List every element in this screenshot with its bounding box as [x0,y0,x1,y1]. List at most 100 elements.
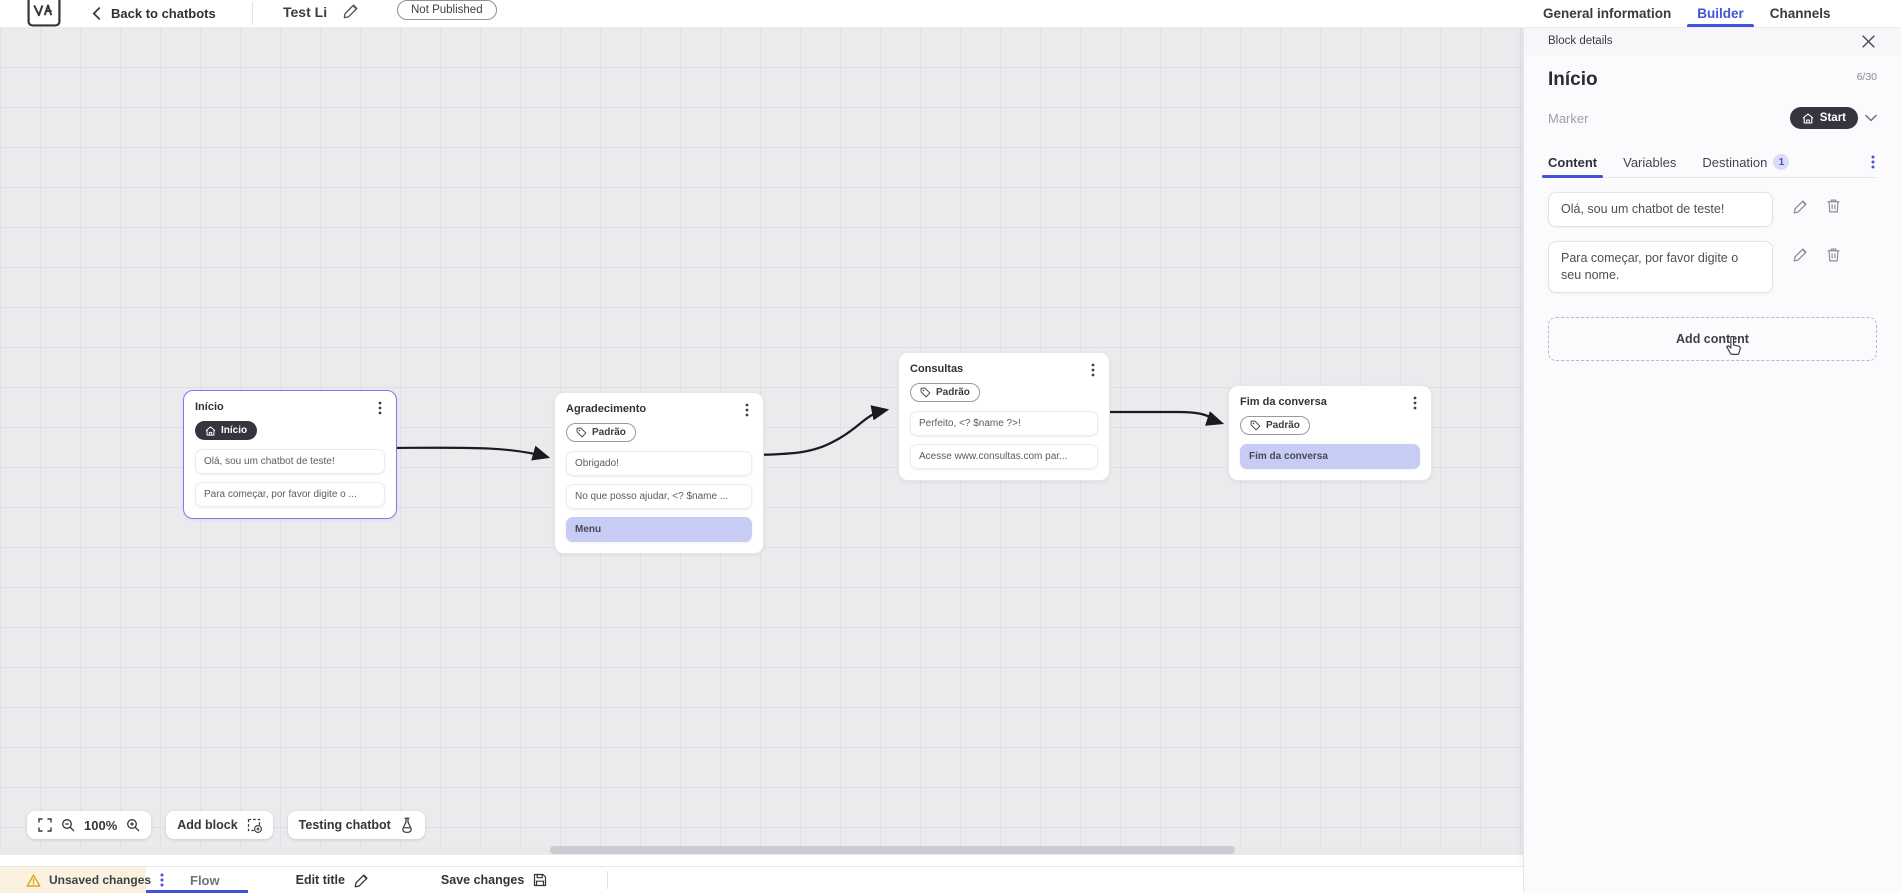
add-block-button[interactable]: Add block [166,811,273,839]
char-counter: 6/30 [1856,71,1877,83]
footer-divider [607,871,609,889]
panel-menu-icon[interactable] [1869,153,1877,171]
flow-block-agradecimento[interactable]: Agradecimento Padrão Obrigado! No que po… [554,392,764,554]
testing-chatbot-button[interactable]: Testing chatbot [287,811,425,839]
tab-variables[interactable]: Variables [1623,147,1676,177]
back-label: Back to chatbots [111,6,216,21]
bottom-bar: Unsaved changes Flow Edit title Save cha… [0,866,1523,893]
zoom-out-icon[interactable] [61,818,75,832]
block-card-highlighted[interactable]: Menu [566,517,752,542]
flow-block-fim-da-conversa[interactable]: Fim da conversa Padrão Fim da conversa [1228,385,1432,481]
flow-canvas[interactable]: Início Início Olá, sou um chatbot de tes… [0,27,1523,855]
block-title: Início [195,401,224,413]
edit-title-label: Edit title [295,873,345,887]
add-block-label: Add block [177,818,238,832]
home-icon [1802,112,1814,124]
save-changes-button[interactable]: Save changes [441,867,547,893]
flow-block-inicio[interactable]: Início Início Olá, sou um chatbot de tes… [183,390,397,519]
chevron-left-icon [92,7,101,20]
top-header: Back to chatbots Test Li Not Published G… [0,0,1901,28]
flow-menu-icon[interactable] [148,873,176,887]
start-marker-badge: Início [195,421,258,440]
block-card-highlighted[interactable]: Fim da conversa [1240,444,1420,469]
tab-channels[interactable]: Channels [1769,6,1831,21]
content-text[interactable]: Olá, sou um chatbot de teste! [1548,192,1773,227]
flow-tab-group: Flow [146,867,248,893]
block-title: Fim da conversa [1240,396,1327,408]
chevron-down-icon[interactable] [1865,114,1877,122]
content-text[interactable]: Para começar, por favor digite o seu nom… [1548,240,1773,293]
badge-label: Início [221,425,248,436]
tab-general-information[interactable]: General information [1543,6,1672,21]
tab-destination[interactable]: Destination 1 [1702,147,1790,177]
close-icon[interactable] [1860,33,1877,50]
block-menu-icon[interactable] [1088,362,1098,378]
unsaved-changes-indicator: Unsaved changes [0,867,151,893]
edit-title-button[interactable]: Edit title [296,867,369,893]
fullscreen-icon[interactable] [38,818,52,832]
app-logo[interactable] [27,0,61,27]
trash-icon[interactable] [1826,247,1841,263]
block-card[interactable]: Para começar, por favor digite o ... [195,481,385,507]
block-details-panel: Block details Início 6/30 Marker Start [1523,27,1901,892]
tab-destination-label: Destination [1702,154,1768,170]
header-divider [252,2,253,25]
tag-icon [1250,420,1261,431]
zoom-controls: 100% [27,811,152,839]
content-item-row: Para começar, por favor digite o seu nom… [1548,240,1877,293]
warning-icon [26,873,41,887]
scrollbar-thumb[interactable] [550,846,1235,854]
panel-header-title: Block details [1548,35,1613,47]
block-card[interactable]: Perfeito, <? $name ?>! [910,411,1098,436]
content-item-row: Olá, sou um chatbot de teste! [1548,192,1877,227]
builder-nav-tabs: General information Builder Channels [1543,0,1831,27]
block-menu-icon[interactable] [375,400,385,416]
edit-pencil-icon[interactable] [1793,247,1808,263]
trash-icon[interactable] [1826,198,1841,214]
marker-label: Marker [1548,110,1589,126]
chatbot-title: Test Li [283,4,328,20]
badge-label: Padrão [1266,420,1300,431]
start-marker-dropdown[interactable]: Start [1789,107,1858,129]
block-card[interactable]: Obrigado! [566,451,752,476]
panel-header: Block details [1524,27,1901,55]
zoom-in-icon[interactable] [126,818,140,832]
save-icon [533,873,547,887]
tab-flow[interactable]: Flow [190,872,220,888]
edit-pencil-icon[interactable] [1793,198,1808,214]
add-content-button[interactable]: Add content [1548,316,1877,361]
badge-label: Padrão [936,387,970,398]
add-block-icon [247,818,262,833]
canvas-horizontal-scrollbar[interactable] [0,846,1523,854]
testing-chatbot-label: Testing chatbot [298,818,391,832]
block-card[interactable]: Olá, sou um chatbot de teste! [195,448,385,474]
block-menu-icon[interactable] [1410,395,1420,411]
pencil-icon [354,873,369,888]
tab-content-label: Content [1548,154,1598,170]
block-name[interactable]: Início [1548,69,1598,90]
zoom-level: 100% [84,817,118,833]
destination-count-badge: 1 [1773,154,1790,170]
flask-icon [400,817,414,833]
block-title: Agradecimento [566,403,647,415]
tag-badge: Padrão [910,383,980,402]
tag-icon [576,427,587,438]
tab-variables-label: Variables [1623,154,1677,170]
panel-tabs: Content Variables Destination 1 [1541,147,1877,178]
tab-builder[interactable]: Builder [1687,0,1754,27]
save-changes-label: Save changes [440,873,525,887]
back-to-chatbots-button[interactable]: Back to chatbots [92,0,216,27]
tag-badge: Padrão [566,423,636,442]
badge-label: Padrão [592,427,626,438]
block-menu-icon[interactable] [742,402,752,418]
tab-content[interactable]: Content [1541,147,1604,178]
block-card[interactable]: No que posso ajudar, <? $name ... [566,484,752,509]
edit-title-icon[interactable] [343,3,359,19]
canvas-bottom-gap [0,855,1523,866]
home-icon [205,425,216,436]
canvas-controls: 100% Add block Testing chatbot [27,811,425,839]
tag-badge: Padrão [1240,416,1310,435]
marker-value: Start [1819,112,1846,124]
flow-block-consultas[interactable]: Consultas Padrão Perfeito, <? $name ?>! … [898,352,1110,481]
block-card[interactable]: Acesse www.consultas.com par... [910,444,1098,469]
